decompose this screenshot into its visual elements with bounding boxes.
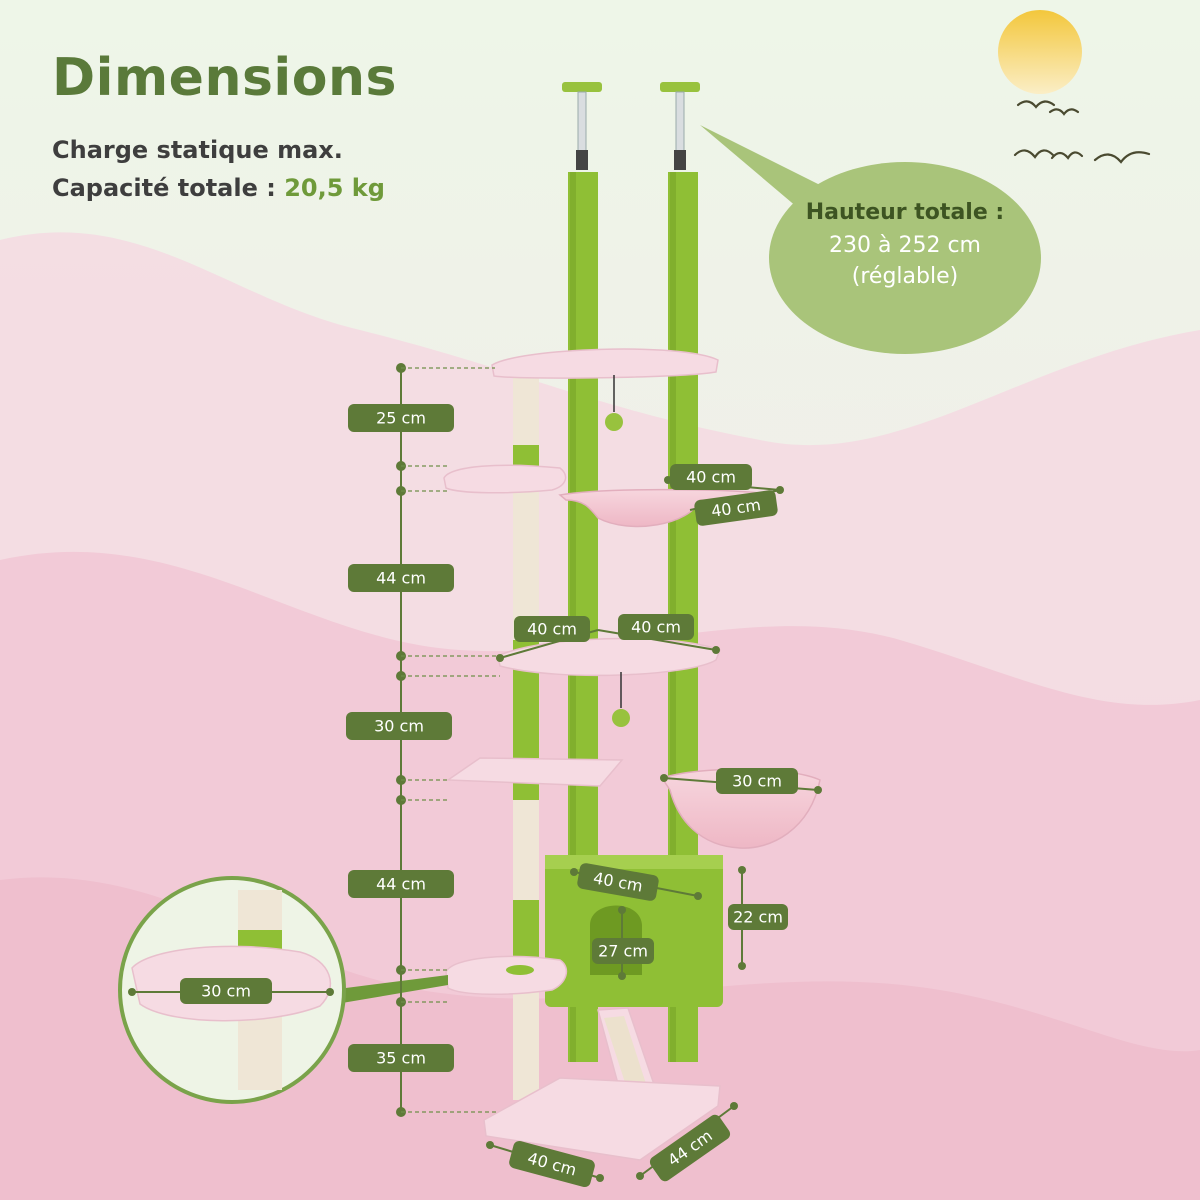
svg-text:27 cm: 27 cm [598, 942, 648, 961]
basket-width-label: 30 cm [716, 768, 798, 794]
dim-label-25: 25 cm [348, 404, 454, 432]
guide-lines [401, 367, 500, 1113]
svg-text:30 cm: 30 cm [201, 982, 251, 1001]
component-labels: 40 cm 40 cm 40 cm 40 cm 30 cm 40 cm 22 c… [180, 464, 798, 1188]
zoom-platform-label: 30 cm [180, 978, 272, 1004]
sun-icon [998, 10, 1082, 94]
load-label: Charge statique max. [52, 136, 343, 164]
capacity-value: 20,5 kg [284, 174, 385, 202]
svg-text:40 cm: 40 cm [686, 468, 736, 487]
dim-label-44-lower: 44 cm [348, 870, 454, 898]
height-title: Hauteur totale : [805, 200, 1005, 225]
svg-text:35 cm: 35 cm [376, 1049, 426, 1068]
svg-text:40 cm: 40 cm [527, 620, 577, 639]
hammock-depth-label: 40 cm [694, 490, 778, 526]
condo-width-label: 40 cm [577, 863, 659, 901]
height-bubble: Hauteur totale : 230 à 252 cm (réglable) [770, 200, 1040, 289]
platform-left-label: 40 cm [514, 616, 590, 642]
capacity-label: Capacité totale : [52, 174, 276, 202]
page-title: Dimensions [52, 48, 397, 108]
height-bubble-shape [700, 125, 1041, 354]
condo-height-label: 22 cm [728, 904, 788, 930]
dim-label-30: 30 cm [346, 712, 452, 740]
hammock-width-label: 40 cm [670, 464, 752, 490]
capacity-line: Capacité totale : 20,5 kg [52, 174, 385, 202]
svg-text:30 cm: 30 cm [374, 717, 424, 736]
height-value: 230 à 252 cm [829, 233, 981, 258]
svg-text:44 cm: 44 cm [376, 875, 426, 894]
base-width-label: 40 cm [509, 1140, 595, 1188]
svg-text:30 cm: 30 cm [732, 772, 782, 791]
dim-label-44-upper: 44 cm [348, 564, 454, 592]
height-note: (réglable) [851, 264, 959, 289]
birds-icon [1013, 100, 1151, 164]
dim-label-35: 35 cm [348, 1044, 454, 1072]
svg-text:44 cm: 44 cm [376, 569, 426, 588]
svg-text:22 cm: 22 cm [733, 908, 783, 927]
vertical-labels: 25 cm 44 cm 30 cm 44 cm 35 cm [346, 404, 454, 1072]
condo-opening-label: 27 cm [592, 938, 654, 964]
svg-text:40 cm: 40 cm [631, 618, 681, 637]
svg-text:25 cm: 25 cm [376, 409, 426, 428]
platform-right-label: 40 cm [618, 614, 694, 640]
